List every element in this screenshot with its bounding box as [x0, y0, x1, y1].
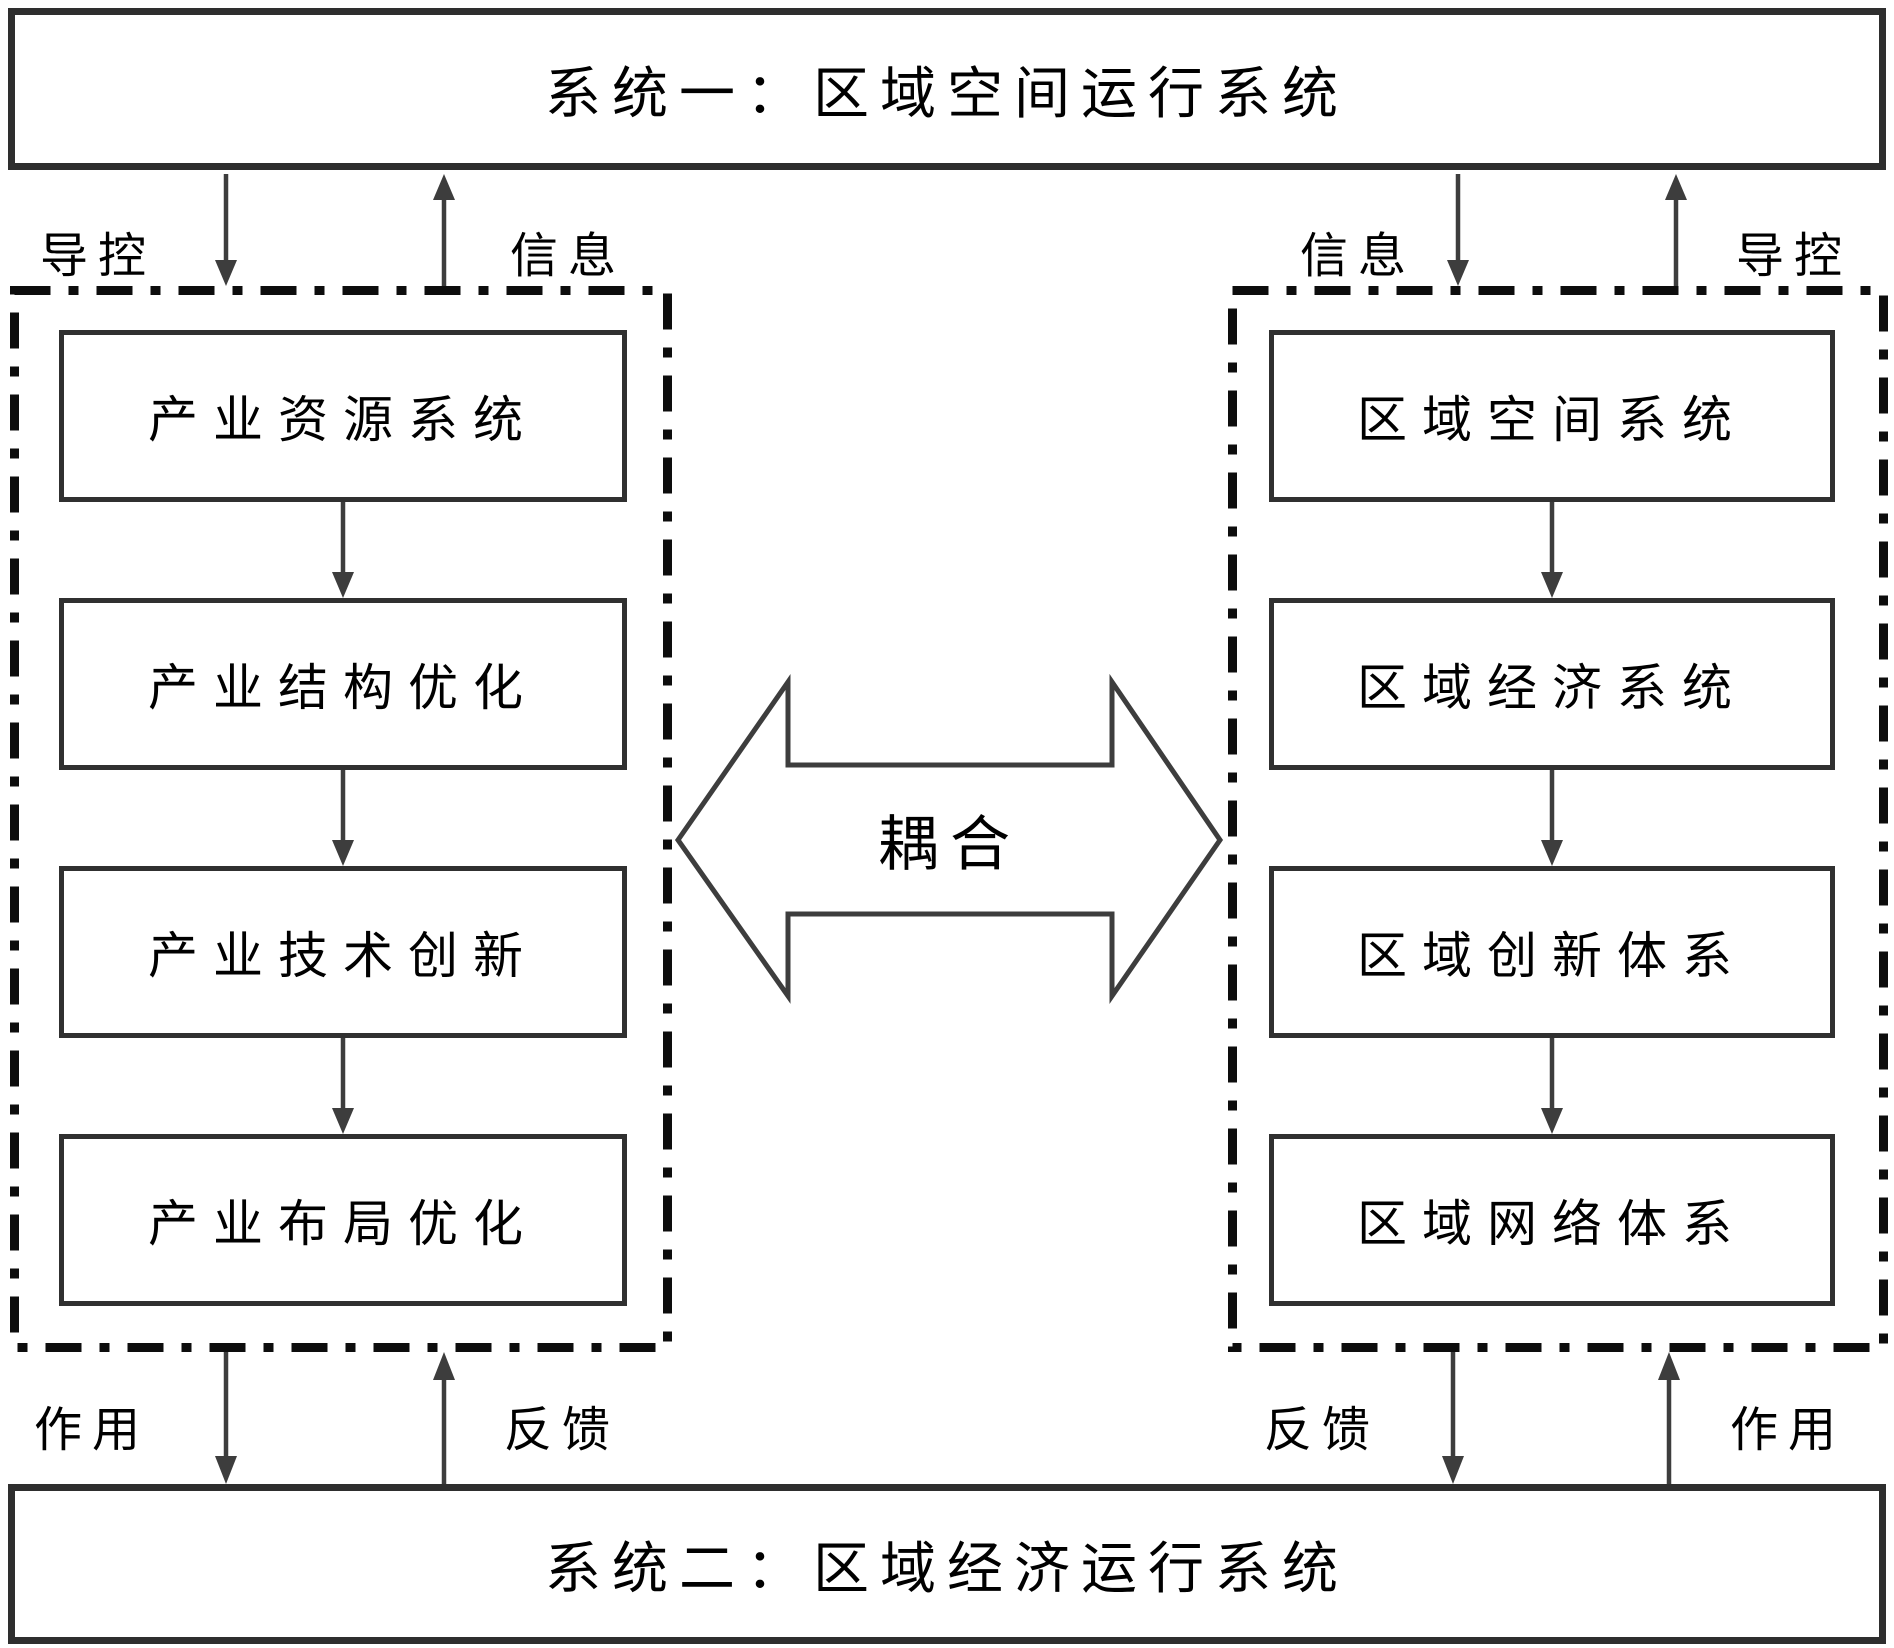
right-col-arrow-3 — [1541, 1038, 1563, 1134]
right-col-arrow-2 — [1541, 770, 1563, 866]
label-bottom-right-fankui: 反馈 — [1263, 1404, 1380, 1457]
left-subsystem-dashed-border — [10, 286, 672, 1352]
coupling-double-arrow — [674, 673, 1224, 1005]
regional-economic-system-box: 区域经济系统 — [1269, 598, 1835, 770]
bottom-left-up-arrow — [433, 1352, 455, 1484]
label-top-right-xinxi: 信息 — [1299, 230, 1416, 283]
top-left-down-arrow — [215, 174, 237, 286]
label-top-left-xinxi: 信息 — [509, 230, 626, 283]
left-col-arrow-1 — [332, 502, 354, 598]
left-col-arrow-2 — [332, 770, 354, 866]
top-left-up-arrow — [433, 174, 455, 286]
left-col-arrow-3 — [332, 1038, 354, 1134]
system-one-box: 系统一：区域空间运行系统 — [8, 8, 1886, 170]
right-subsystem-dashed-border — [1228, 286, 1888, 1352]
label-bottom-right-zuoyong: 作用 — [1729, 1404, 1846, 1457]
regional-innovation-system-box: 区域创新体系 — [1269, 866, 1835, 1038]
bottom-left-down-arrow — [215, 1352, 237, 1484]
label-top-right-daokong: 导控 — [1735, 230, 1852, 283]
industry-structure-optimization-box: 产业结构优化 — [59, 598, 627, 770]
bottom-right-down-arrow — [1442, 1352, 1464, 1484]
right-col-arrow-1 — [1541, 502, 1563, 598]
label-bottom-left-fankui: 反馈 — [503, 1404, 620, 1457]
regional-network-system-box: 区域网络体系 — [1269, 1134, 1835, 1306]
industry-technology-innovation-box: 产业技术创新 — [59, 866, 627, 1038]
industry-layout-optimization-box: 产业布局优化 — [59, 1134, 627, 1306]
bottom-right-up-arrow — [1658, 1352, 1680, 1484]
coupling-label: 耦合 — [878, 811, 1022, 878]
system-two-box: 系统二：区域经济运行系统 — [8, 1484, 1886, 1644]
top-right-down-arrow — [1447, 174, 1469, 286]
regional-spatial-system-box: 区域空间系统 — [1269, 330, 1835, 502]
label-bottom-left-zuoyong: 作用 — [33, 1404, 150, 1457]
label-top-left-daokong: 导控 — [39, 230, 156, 283]
top-right-up-arrow — [1665, 174, 1687, 286]
industry-resource-system-box: 产业资源系统 — [59, 330, 627, 502]
